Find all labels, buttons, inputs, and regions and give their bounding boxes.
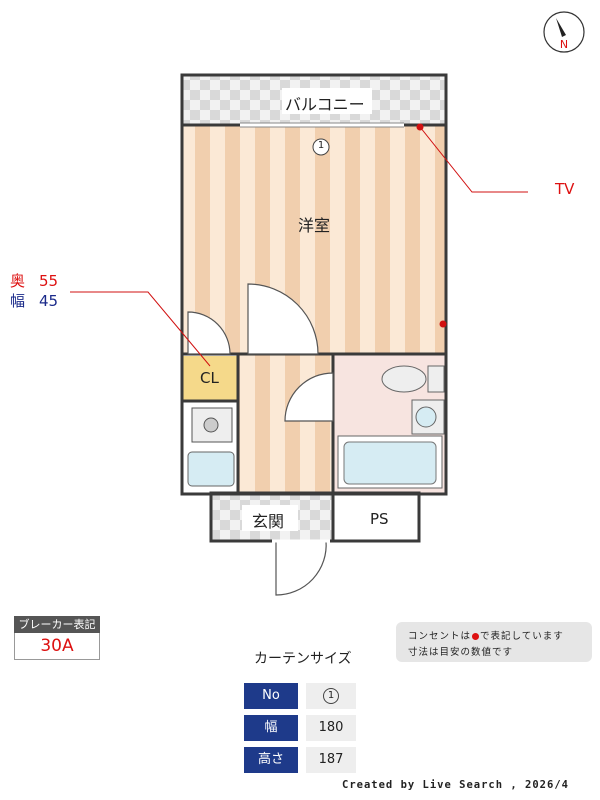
breaker-label: ブレーカー表記 [14, 616, 100, 633]
note-line-1-after: で表記しています [480, 631, 564, 642]
curtain-number-circle: 1 [323, 687, 339, 704]
outlet-marker [439, 320, 447, 328]
toilet-tank [427, 365, 445, 393]
note-line-1-before: コンセントは [408, 631, 472, 642]
balcony-label: バルコニー [285, 95, 365, 114]
closet-depth-label: 奥 [10, 272, 26, 290]
curtain-value: 187 [306, 747, 356, 773]
curtain-key: 幅 [244, 715, 298, 741]
curtain-value: 180 [306, 715, 356, 741]
outlet-dot-icon [472, 633, 480, 640]
tv-leader-line [419, 126, 528, 193]
breaker-box: ブレーカー表記 30A [14, 616, 100, 660]
curtain-key: 高さ [244, 747, 298, 773]
curtain-key: No [244, 683, 298, 709]
closet-leader-line [70, 291, 211, 367]
pipe-space-label: PS [370, 510, 389, 528]
closet-width: 幅 45 [10, 290, 58, 311]
closet-fill [183, 356, 238, 400]
note-line-1: コンセントはで表記しています [408, 628, 564, 642]
curtain-title: カーテンサイズ [254, 651, 352, 667]
breaker-value: 30A [14, 633, 100, 660]
closet-label: CL [200, 369, 219, 387]
room-number-circle [312, 138, 330, 156]
closet-width-value: 45 [39, 292, 59, 310]
closet-depth: 奥 55 [10, 270, 58, 291]
western-room-label: 洋室 [298, 216, 331, 235]
closet-depth-value: 55 [39, 272, 59, 290]
toilet-bowl [381, 365, 427, 393]
kitchen-sink [187, 451, 235, 487]
footer-credit: Created by Live Search , 2026/4 [342, 779, 569, 791]
curtain-value: 1 [306, 683, 356, 709]
closet-width-label: 幅 [10, 292, 26, 310]
entrance-label: 玄関 [252, 512, 285, 531]
note-line-2: 寸法は目安の数値です [408, 647, 514, 658]
outlet-note: コンセントはで表記しています 寸法は目安の数値です [396, 622, 592, 662]
western-room-floor [183, 125, 445, 354]
compass-north: N [560, 38, 568, 51]
room-number: 1 [317, 140, 325, 151]
tv-label: TV [555, 180, 575, 198]
compass-icon: N [543, 11, 585, 53]
